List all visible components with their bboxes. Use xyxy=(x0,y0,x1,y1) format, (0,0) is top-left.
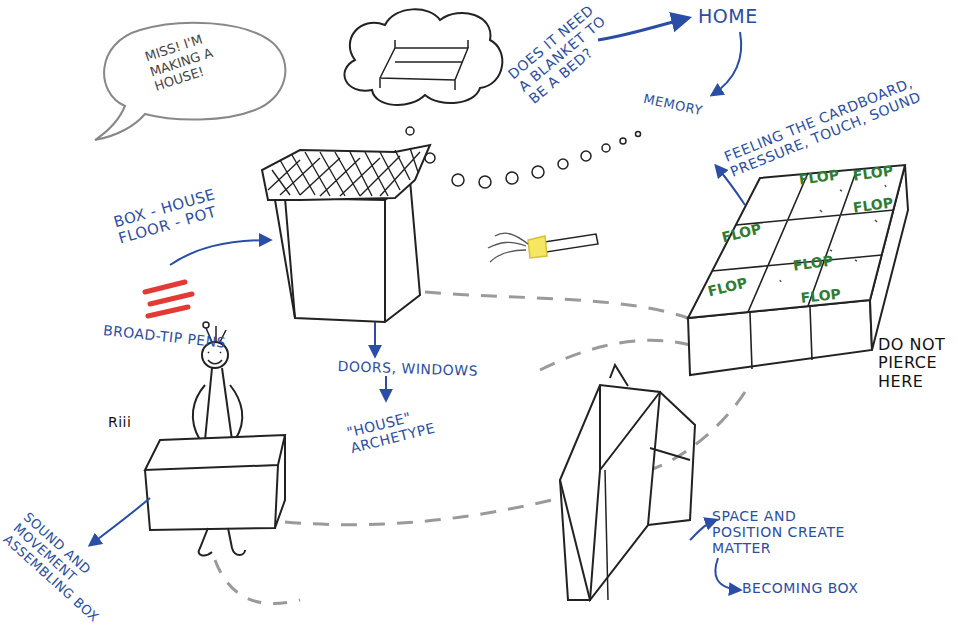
spacer xyxy=(364,36,372,50)
box-hatching xyxy=(268,148,420,196)
arrow xyxy=(712,32,741,95)
worn-box xyxy=(145,435,285,530)
annotation-text: SOUND AND MOVEMENT ASSEMBLING BOX xyxy=(0,510,127,630)
annotation-text: DOORS, WINDOWS xyxy=(337,358,478,379)
annotation-text: "HOUSE" ARCHETYPE xyxy=(345,397,464,456)
annotation-text: DOES IT NEED A BLANKET TO BE A BED? xyxy=(505,0,628,107)
arrow xyxy=(90,498,150,545)
tall-box-edges xyxy=(560,365,695,600)
dashed-path xyxy=(285,498,560,525)
thought-dot xyxy=(620,138,626,144)
torch-head xyxy=(528,236,547,258)
thought-dot xyxy=(558,159,568,169)
annotation-text: FEELING THE CARDBOARD, PRESSURE, TOUCH, … xyxy=(722,60,957,180)
child-body xyxy=(193,368,242,440)
arrow xyxy=(170,240,270,265)
annotation-text: SPACE AND POSITION CREATE MATTER xyxy=(712,508,862,556)
box-flaps xyxy=(262,145,430,200)
box-grid xyxy=(712,169,894,369)
thought-dot xyxy=(479,176,491,188)
open-box-edge xyxy=(285,180,410,322)
bed-sketch xyxy=(380,40,468,90)
arrow xyxy=(598,18,688,40)
thought-dot xyxy=(581,151,591,161)
pen-strokes xyxy=(145,282,192,316)
box-top xyxy=(145,435,285,470)
thought-dot xyxy=(452,174,464,186)
thought-cloud xyxy=(344,9,502,105)
child-face xyxy=(208,352,222,364)
light-rays xyxy=(488,233,528,262)
thought-dot xyxy=(602,144,610,152)
tall-box-edges xyxy=(605,470,608,600)
annotation-text: MEMORY xyxy=(642,92,704,119)
annotation-text: HOME xyxy=(698,6,758,28)
annotation-text: DO NOT PIERCE HERE xyxy=(878,336,958,391)
arrow xyxy=(385,376,387,400)
thought-dot xyxy=(532,166,544,178)
child-hair xyxy=(203,322,209,328)
cardboard-box: FLOPFLOPFLOPFLOPFLOPFLOPFLOP xyxy=(680,150,920,380)
annotation-text: BOX - HOUSE FLOOR - POT xyxy=(112,179,246,248)
dashed-path xyxy=(215,560,300,604)
thought-dot xyxy=(406,127,414,135)
box-top-face xyxy=(688,165,905,318)
annotation-text: BECOMING BOX xyxy=(742,580,858,596)
tall-box xyxy=(560,385,660,600)
arrow xyxy=(715,558,740,590)
open-box xyxy=(275,180,420,322)
dashed-path xyxy=(425,292,688,318)
dashed-path xyxy=(650,392,745,470)
child-legs xyxy=(199,528,245,555)
speech-bubble: MISS! I'M MAKING A HOUSE! xyxy=(95,18,290,128)
thought-dot xyxy=(636,132,641,137)
arrow xyxy=(374,322,376,356)
thought-dot xyxy=(506,172,518,184)
annotation-text: Riii xyxy=(108,414,131,430)
